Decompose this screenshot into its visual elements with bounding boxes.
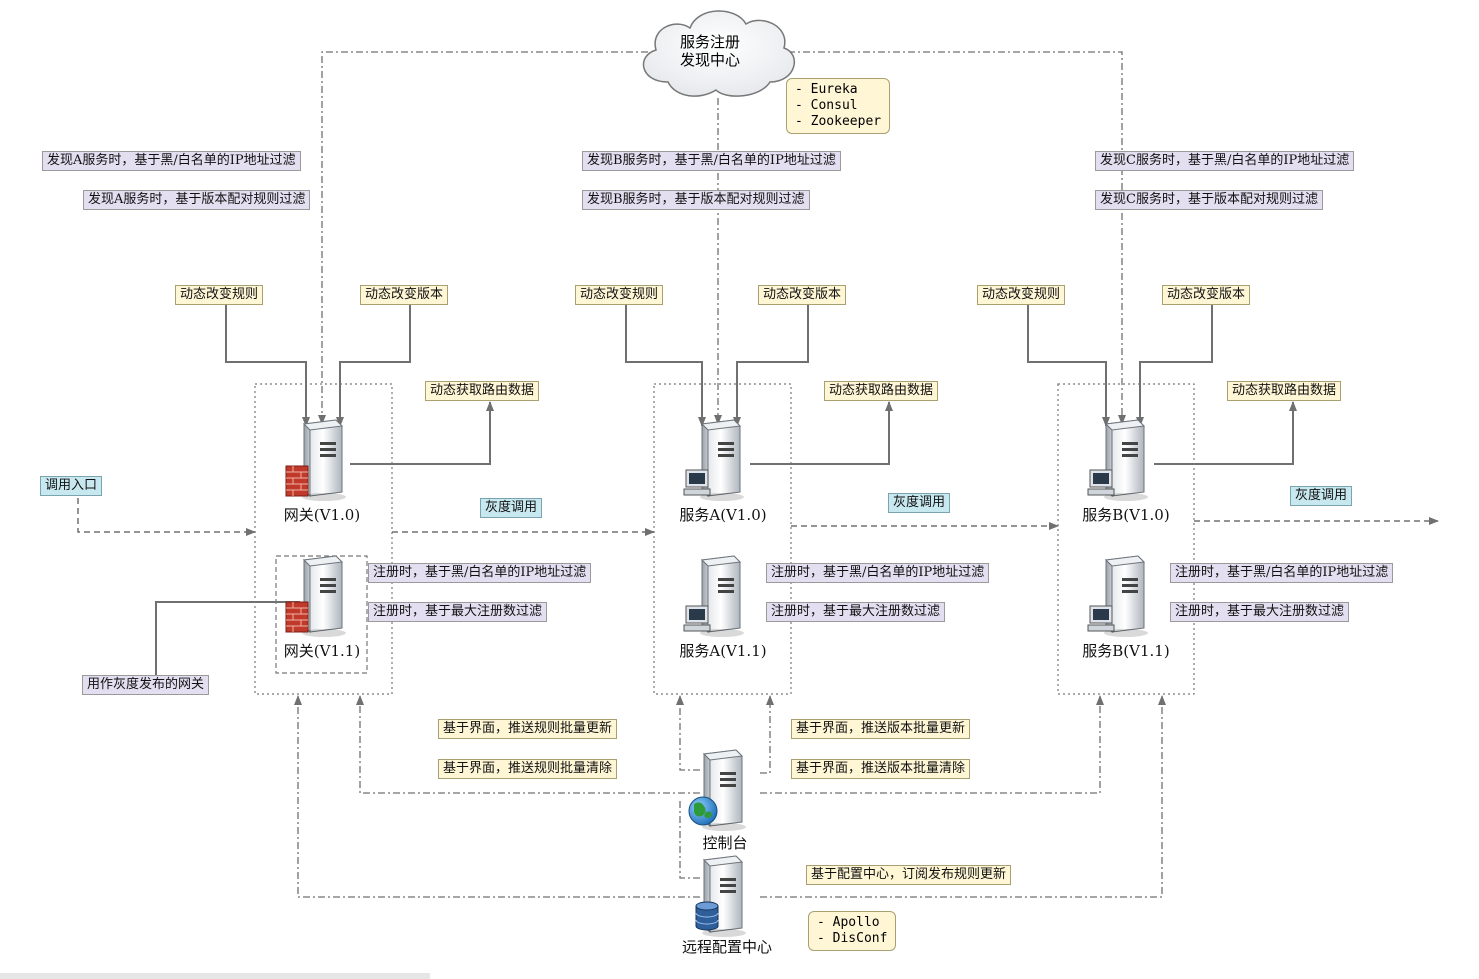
service-b-register-ip-label: 注册时，基于黑/白名单的IP地址过滤 (1170, 563, 1394, 583)
service-a-dynamic-version-label: 动态改变版本 (758, 285, 847, 305)
service-a-register-ip-label: 注册时，基于黑/白名单的IP地址过滤 (766, 563, 990, 583)
discover-a-ip-label: 发现A服务时，基于黑/白名单的IP地址过滤 (42, 151, 301, 171)
gateway-dynamic-rule-label: 动态改变规则 (175, 285, 264, 305)
service-b-register-max-label: 注册时，基于最大注册数过滤 (1170, 602, 1350, 622)
cloud-icon (642, 10, 795, 97)
config-note-item: - DisConf (817, 931, 888, 946)
push-version-update-label: 基于界面，推送版本批量更新 (791, 719, 971, 739)
discover-c-ip-label: 发现C服务时，基于黑/白名单的IP地址过滤 (1095, 151, 1355, 171)
service-b-route-data-label: 动态获取路由数据 (1227, 381, 1342, 401)
registry-note-item: - Consul (795, 98, 858, 113)
service-b-v11-label: 服务B(V1.1) (1082, 642, 1170, 660)
computer-icon (683, 469, 711, 496)
server-icon (301, 555, 347, 638)
computer-icon (1087, 605, 1115, 632)
gray-call-label-3: 灰度调用 (1290, 486, 1353, 506)
service-a-register-max-label: 注册时，基于最大注册数过滤 (766, 602, 946, 622)
gray-call-label-2: 灰度调用 (888, 493, 951, 513)
discover-c-version-label: 发现C服务时，基于版本配对规则过滤 (1095, 190, 1323, 210)
horizontal-scrollbar[interactable] (0, 973, 430, 979)
gateway-dynamic-version-label: 动态改变版本 (360, 285, 449, 305)
push-rule-update-label: 基于界面，推送规则批量更新 (438, 719, 618, 739)
computer-icon (1087, 469, 1115, 496)
registry-center-label: 服务注册 发现中心 (650, 33, 770, 69)
push-version-clear-label: 基于界面，推送版本批量清除 (791, 759, 971, 779)
entry-label: 调用入口 (40, 476, 103, 496)
gray-gateway-label: 用作灰度发布的网关 (82, 675, 210, 695)
registry-line-2: 发现中心 (679, 51, 740, 69)
console-label: 控制台 (702, 834, 748, 852)
config-center-label: 远程配置中心 (681, 938, 772, 956)
service-a-route-data-label: 动态获取路由数据 (824, 381, 939, 401)
gateway-route-data-label: 动态获取路由数据 (425, 381, 540, 401)
config-note-item: - Apollo (817, 915, 880, 930)
service-a-v10-label: 服务A(V1.0) (679, 506, 767, 524)
globe-icon (688, 796, 718, 826)
registry-note-item: - Eureka (795, 82, 858, 97)
discover-b-version-label: 发现B服务时，基于版本配对规则过滤 (582, 190, 810, 210)
computer-icon (683, 605, 711, 632)
gateway-v10-label: 网关(V1.0) (283, 506, 361, 524)
service-a-v11-label: 服务A(V1.1) (679, 642, 767, 660)
service-b-dynamic-rule-label: 动态改变规则 (977, 285, 1066, 305)
registry-line-1: 服务注册 (679, 33, 740, 51)
database-icon (695, 901, 719, 931)
gateway-register-ip-label: 注册时，基于黑/白名单的IP地址过滤 (368, 563, 592, 583)
gateway-register-max-label: 注册时，基于最大注册数过滤 (368, 602, 548, 622)
discover-b-ip-label: 发现B服务时，基于黑/白名单的IP地址过滤 (582, 151, 841, 171)
registry-note-item: - Zookeeper (795, 114, 882, 129)
server-icon (301, 419, 347, 502)
firewall-icon (285, 465, 309, 497)
service-b-dynamic-version-label: 动态改变版本 (1162, 285, 1251, 305)
registry-note: - Eureka - Consul - Zookeeper (786, 78, 891, 134)
push-rule-clear-label: 基于界面，推送规则批量清除 (438, 759, 618, 779)
config-note: - Apollo - DisConf (808, 911, 897, 951)
gateway-v11-label: 网关(V1.1) (283, 642, 361, 660)
discover-a-version-label: 发现A服务时，基于版本配对规则过滤 (83, 190, 311, 210)
firewall-icon (285, 601, 309, 633)
subscribe-config-label: 基于配置中心，订阅发布规则更新 (806, 865, 1012, 885)
service-b-v10-label: 服务B(V1.0) (1082, 506, 1170, 524)
service-a-dynamic-rule-label: 动态改变规则 (575, 285, 664, 305)
gray-call-label-1: 灰度调用 (480, 498, 543, 518)
